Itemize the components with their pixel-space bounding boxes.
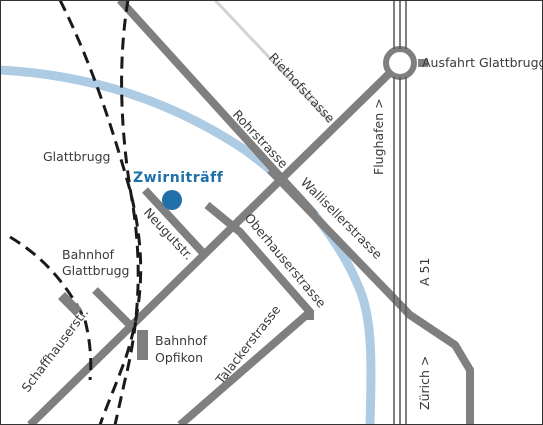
station-opfikon-icon: [137, 330, 148, 360]
railway-northwest: [9, 235, 93, 381]
label-glattbrugg: Glattbrugg: [43, 149, 111, 164]
label-bahnhof-opfikon-line1: Bahnhof: [155, 333, 208, 348]
station-glattbrugg-icon: [57, 291, 83, 317]
roundabout-ausfahrt: [383, 46, 417, 80]
label-a51: A 51: [417, 258, 432, 286]
road-talackerstrasse: [177, 308, 313, 425]
destination-label: Zwirniträff: [133, 170, 224, 186]
road-neugutstrasse: [142, 187, 208, 258]
road-wallisellerstrasse: [267, 167, 474, 425]
road-glattbrugg-station-road: [92, 287, 133, 328]
label-riethofstrasse: Riethofstrasse: [266, 50, 338, 126]
label-schaffhauserstr: Schaffhauserstr.: [18, 305, 91, 395]
road-riethofstrasse: [213, 0, 332, 124]
label-bahnhof-glattbrugg-line1: Bahnhof: [62, 247, 115, 262]
label-zuerich: Zürich >: [417, 356, 432, 410]
label-bahnhof-glattbrugg-line2: Glattbrugg: [62, 263, 130, 278]
label-bahnhof-opfikon-line2: Opfikon: [155, 350, 203, 365]
label-oberhauserstrasse: Oberhauserstrasse: [242, 210, 330, 310]
label-ausfahrt-glattbrugg: Ausfahrt Glattbrugg: [422, 55, 543, 70]
railway-east: [113, 0, 140, 425]
destination-marker-icon: [162, 190, 182, 210]
railway-west: [58, 0, 143, 425]
label-flughafen: Flughafen >: [371, 98, 386, 175]
